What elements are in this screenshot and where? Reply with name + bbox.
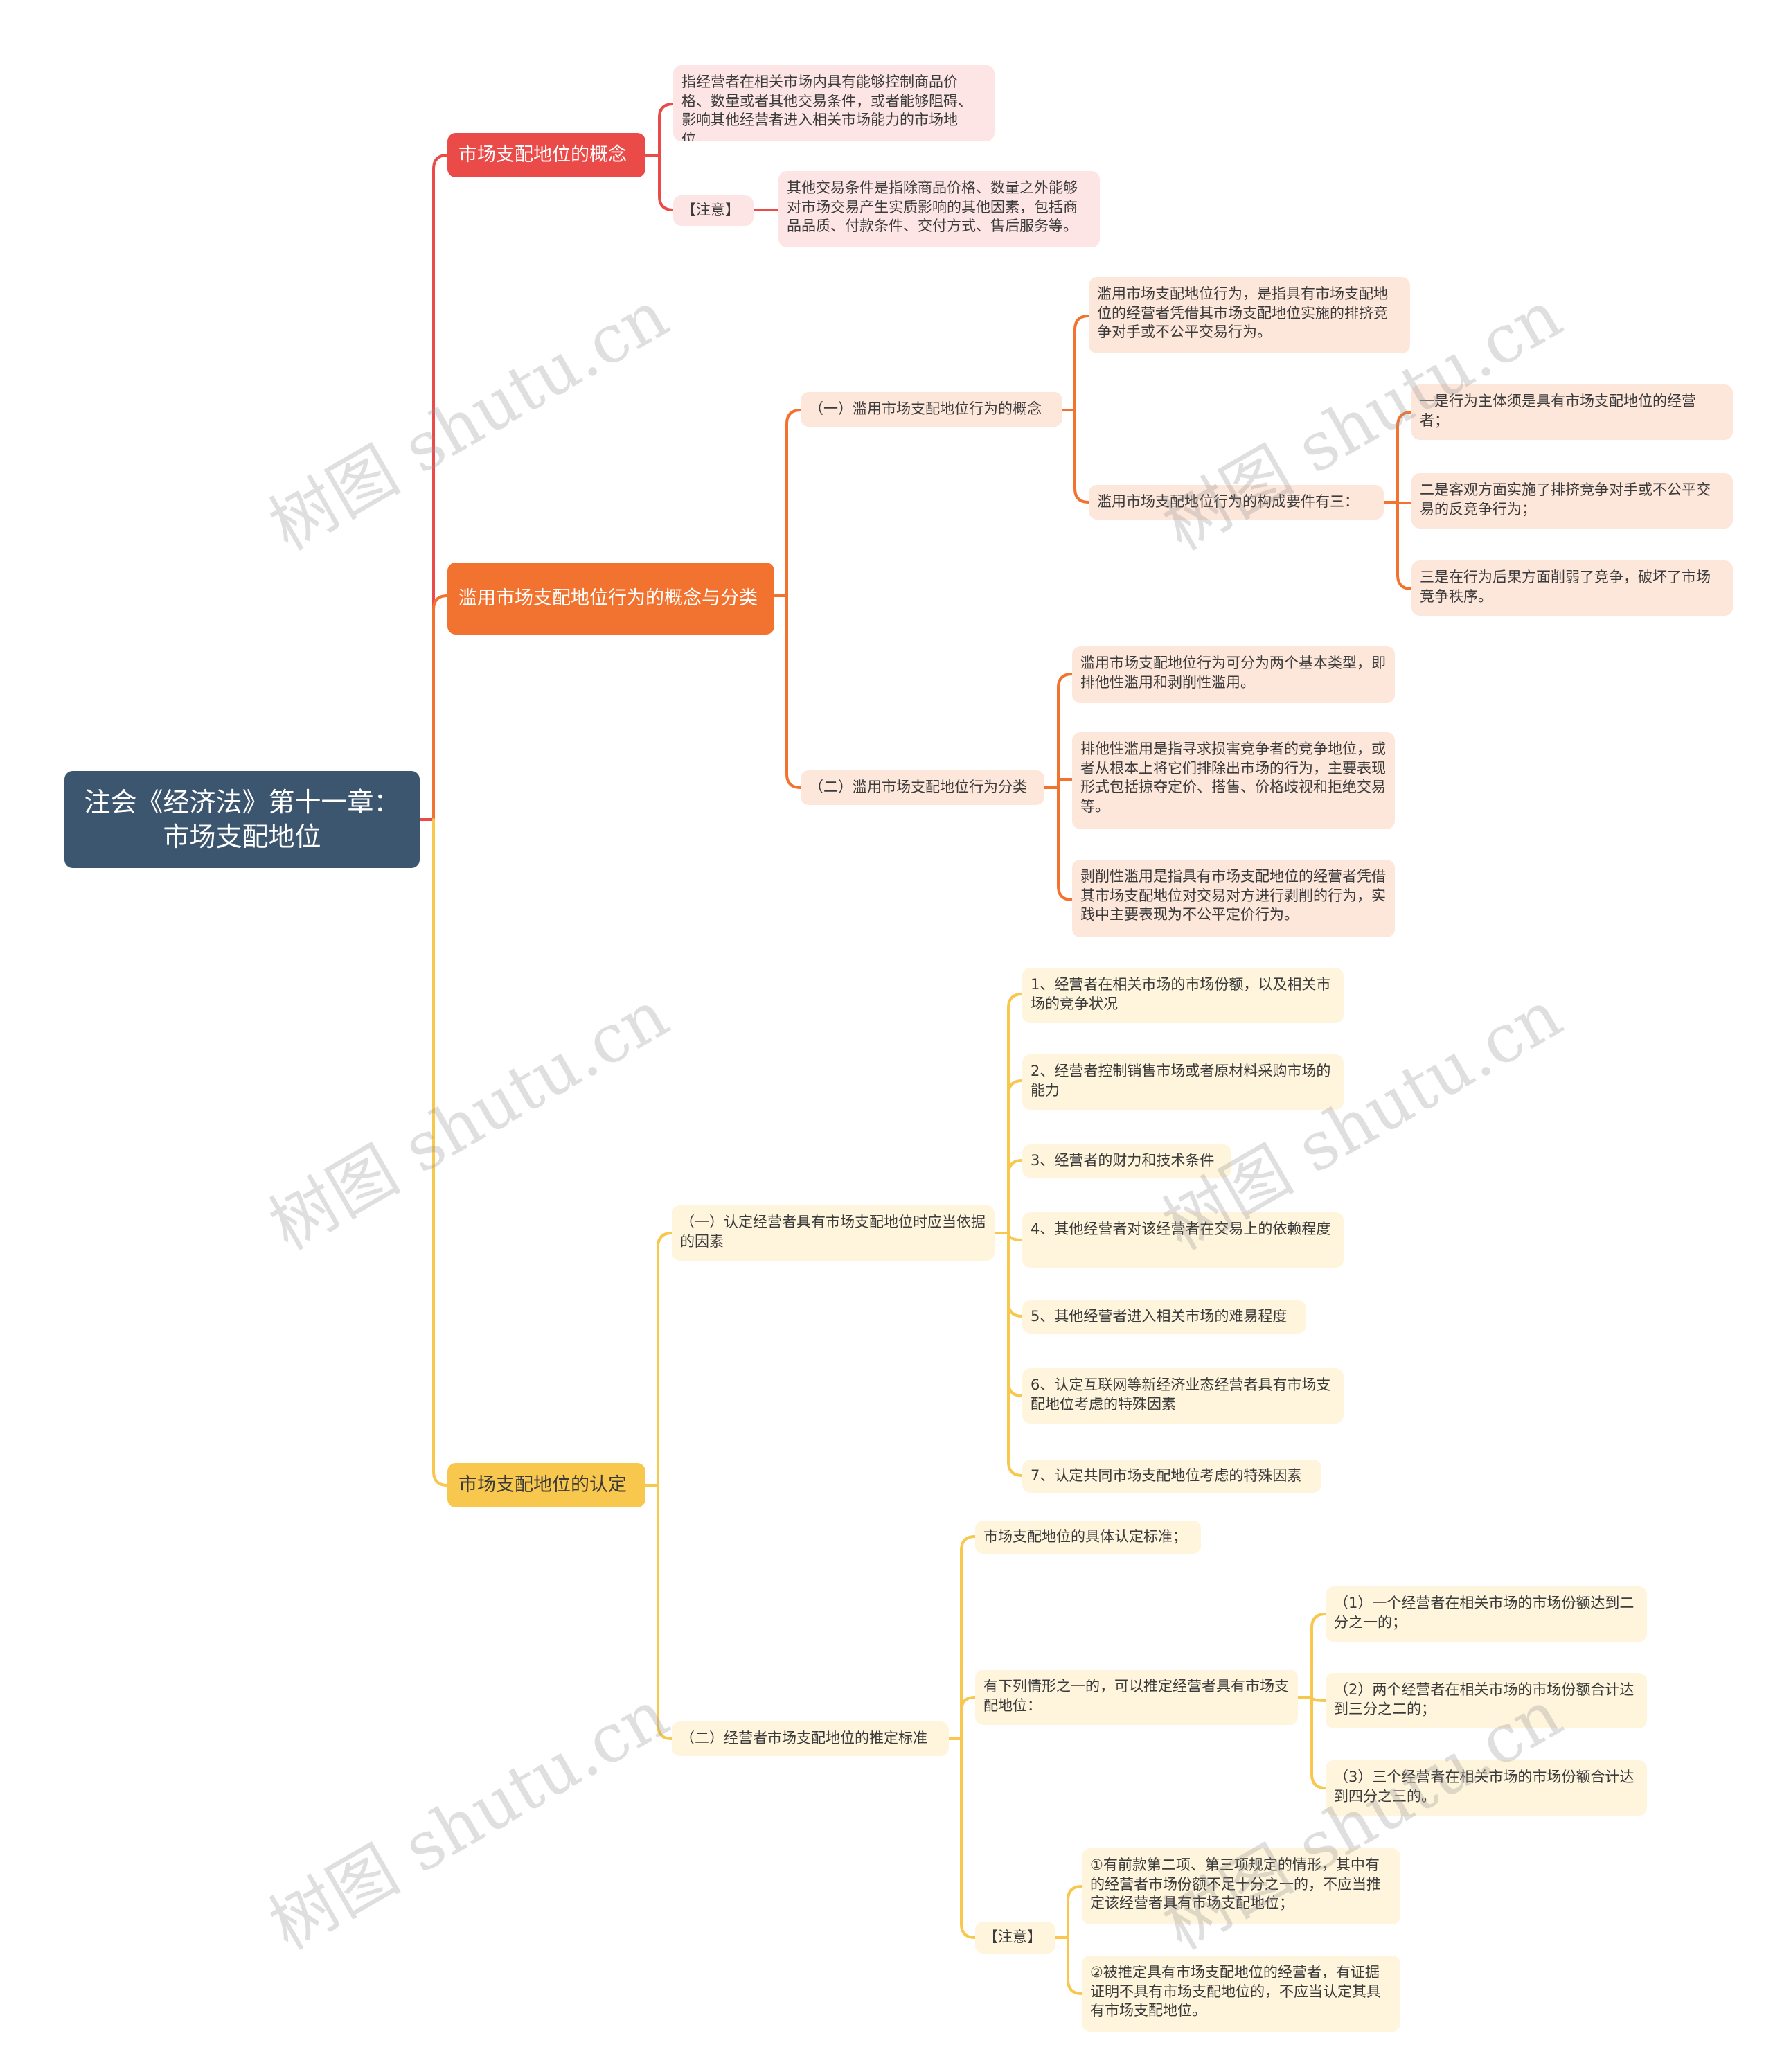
branch-abuse[interactable]: 滥用市场支配地位行为的概念与分类 <box>447 563 774 635</box>
concept-note-label[interactable]: 【注意】 <box>673 195 754 226</box>
abuse-types-label[interactable]: （二）滥用市场支配地位行为分类 <box>801 770 1044 805</box>
abuse-element-2[interactable]: 二是客观方面实施了排挤竞争对手或不公平交易的反竞争行为； <box>1411 473 1733 529</box>
factor-item-1[interactable]: 1、经营者在相关市场的市场份额，以及相关市场的竞争状况 <box>1022 968 1344 1023</box>
factor-item-3[interactable]: 3、经营者的财力和技术条件 <box>1022 1144 1231 1178</box>
presume-case-1[interactable]: （1）一个经营者在相关市场的市场份额达到二分之一的； <box>1326 1586 1647 1642</box>
presume-note-2[interactable]: ②被推定具有市场支配地位的经营者，有证据证明不具有市场支配地位的，不应当认定其具… <box>1082 1956 1400 2032</box>
abuse-type-2[interactable]: 排他性滥用是指寻求损害竞争者的竞争地位，或者从根本上将它们排除出市场的行为，主要… <box>1072 732 1395 829</box>
abuse-type-1[interactable]: 滥用市场支配地位行为可分为两个基本类型，即排他性滥用和剥削性滥用。 <box>1072 646 1395 703</box>
abuse-elements-label[interactable]: 滥用市场支配地位行为的构成要件有三： <box>1089 485 1384 520</box>
factor-item-4[interactable]: 4、其他经营者对该经营者在交易上的依赖程度 <box>1022 1212 1344 1268</box>
factor-item-5[interactable]: 5、其他经营者进入相关市场的难易程度 <box>1022 1300 1306 1334</box>
factor-item-6[interactable]: 6、认定互联网等新经济业态经营者具有市场支配地位考虑的特殊因素 <box>1022 1368 1344 1424</box>
factor-item-7[interactable]: 7、认定共同市场支配地位考虑的特殊因素 <box>1022 1460 1321 1493</box>
branch-determine[interactable]: 市场支配地位的认定 <box>447 1463 645 1507</box>
branch-concept[interactable]: 市场支配地位的概念 <box>447 133 645 177</box>
abuse-element-1[interactable]: 一是行为主体须是具有市场支配地位的经营者； <box>1411 384 1733 440</box>
concept-definition[interactable]: 指经营者在相关市场内具有能够控制商品价格、数量或者其他交易条件，或者能够阻碍、影… <box>673 65 995 141</box>
presume-note-1[interactable]: ①有前款第二项、第三项规定的情形，其中有的经营者市场份额不足十分之一的，不应当推… <box>1082 1848 1400 1924</box>
determine-presume-label[interactable]: （二）经营者市场支配地位的推定标准 <box>672 1721 949 1756</box>
presume-case-3[interactable]: （3）三个经营者在相关市场的市场份额合计达到四分之三的。 <box>1326 1760 1647 1816</box>
presume-cases-label[interactable]: 有下列情形之一的，可以推定经营者具有市场支配地位： <box>975 1670 1298 1725</box>
determine-factors-label[interactable]: （一）认定经营者具有市场支配地位时应当依据的因素 <box>672 1205 995 1261</box>
abuse-concept-definition[interactable]: 滥用市场支配地位行为，是指具有市场支配地位的经营者凭借其市场支配地位实施的排挤竞… <box>1089 277 1410 353</box>
concept-note-text[interactable]: 其他交易条件是指除商品价格、数量之外能够对市场交易产生实质影响的其他因素，包括商… <box>778 171 1100 247</box>
abuse-element-3[interactable]: 三是在行为后果方面削弱了竞争，破坏了市场竞争秩序。 <box>1411 560 1733 616</box>
abuse-type-3[interactable]: 剥削性滥用是指具有市场支配地位的经营者凭借其市场支配地位对交易对方进行剥削的行为… <box>1072 860 1395 937</box>
root-topic[interactable]: 注会《经济法》第十一章：市场支配地位 <box>64 771 420 868</box>
factor-item-2[interactable]: 2、经营者控制销售市场或者原材料采购市场的能力 <box>1022 1054 1344 1110</box>
presume-case-2[interactable]: （2）两个经营者在相关市场的市场份额合计达到三分之二的； <box>1326 1673 1647 1728</box>
presume-note-label[interactable]: 【注意】 <box>975 1922 1055 1954</box>
presume-standard[interactable]: 市场支配地位的具体认定标准； <box>975 1521 1201 1554</box>
abuse-concept-label[interactable]: （一）滥用市场支配地位行为的概念 <box>801 392 1062 427</box>
